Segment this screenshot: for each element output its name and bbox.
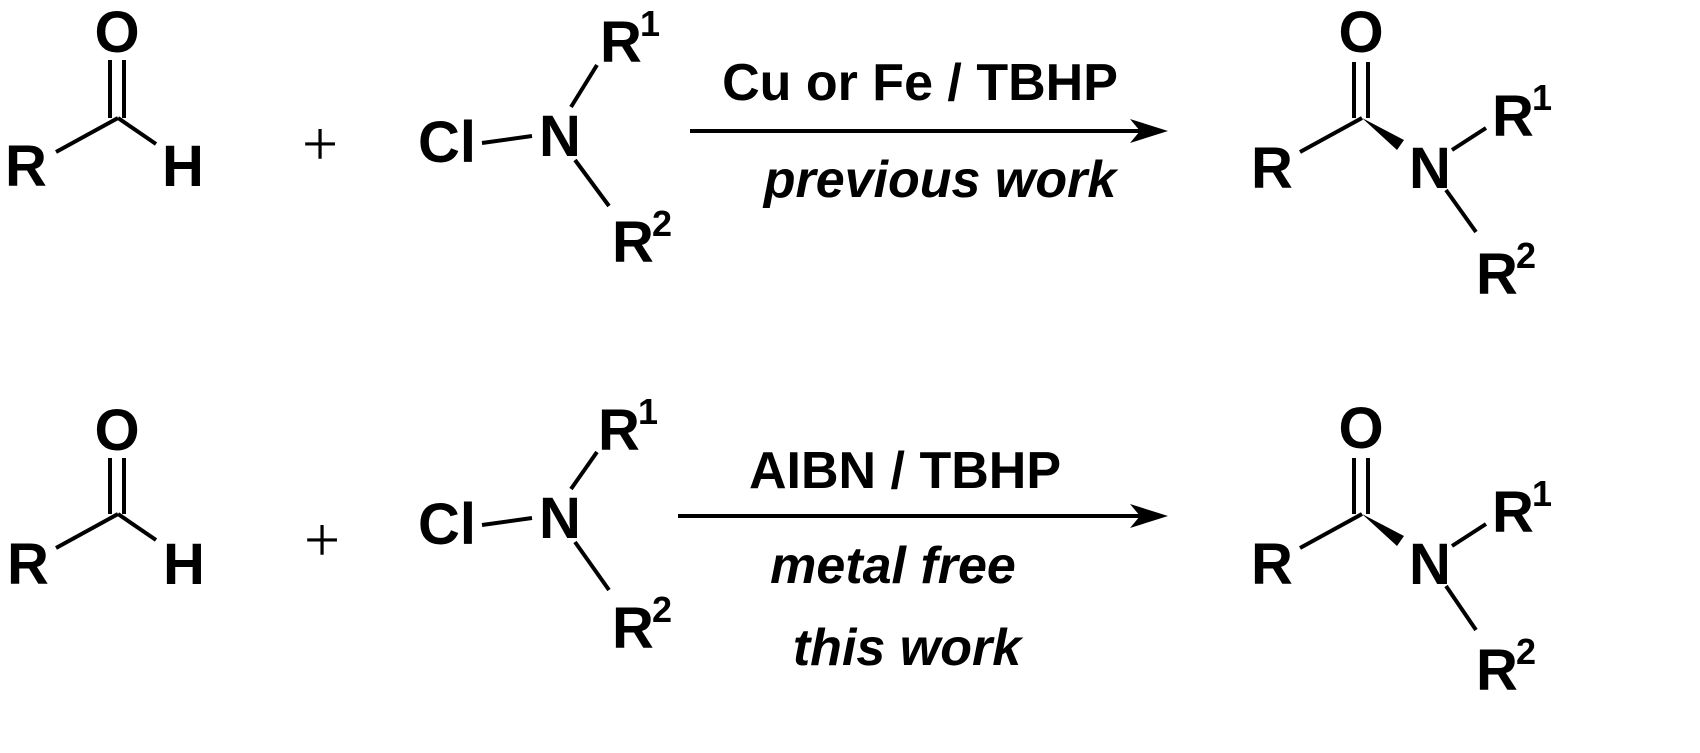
aldehyde-structure: O R H <box>5 0 204 199</box>
reaction-arrow <box>690 119 1168 143</box>
aldehyde-structure: O R H <box>7 398 205 597</box>
r-c-bond <box>1299 116 1363 154</box>
r2-superscript: 2 <box>652 203 672 244</box>
reaction-note: metal free <box>770 537 1016 595</box>
n-r1-bond <box>1450 126 1488 152</box>
hydrogen-label: H <box>163 532 205 597</box>
nitrogen-label: N <box>1409 532 1451 597</box>
reaction-arrow <box>678 504 1168 528</box>
r1-group-label: R <box>598 398 640 463</box>
oxygen-label: O <box>1338 0 1383 65</box>
n-r2-bond <box>1444 584 1478 632</box>
n-r1-bond <box>569 450 599 491</box>
oxygen-label: O <box>94 398 139 463</box>
n-r2-bond <box>573 158 611 208</box>
amide-product-structure: O R N R 1 R 2 <box>1251 0 1552 307</box>
r2-group-label: R <box>1476 638 1518 703</box>
r1-superscript: 1 <box>638 391 658 432</box>
r2-group-label: R <box>612 210 654 275</box>
r1-group-label: R <box>1492 480 1534 545</box>
oxygen-label: O <box>94 0 139 65</box>
chloroamine-structure: Cl N R 1 R 2 <box>418 3 672 275</box>
n-r2-bond <box>1444 188 1478 234</box>
reaction-conditions: AIBN / TBHP <box>749 442 1061 500</box>
r1-group-label: R <box>600 10 642 75</box>
r2-group-label: R <box>612 596 654 661</box>
r-group-label: R <box>5 134 47 199</box>
r-c-bond <box>55 512 119 550</box>
oxygen-label: O <box>1338 396 1383 461</box>
n-r1-bond <box>569 63 599 109</box>
plus-sign: + <box>302 108 338 179</box>
arrow-head-icon <box>1130 119 1168 143</box>
reaction-conditions: Cu or Fe / TBHP <box>722 54 1118 112</box>
reaction-previous-work: O R H + Cl N R 1 R 2 Cu or Fe / TBHP pre… <box>5 0 1552 307</box>
r-group-label: R <box>1251 532 1293 597</box>
cl-n-bond <box>481 516 533 527</box>
r1-group-label: R <box>1492 84 1534 149</box>
n-r1-bond <box>1450 522 1488 548</box>
r-group-label: R <box>1251 136 1293 201</box>
nitrogen-label: N <box>539 486 581 551</box>
chloroamine-structure: Cl N R 1 R 2 <box>418 391 672 661</box>
reaction-note: previous work <box>762 151 1120 209</box>
hydrogen-label: H <box>162 134 204 199</box>
nitrogen-label: N <box>539 104 581 169</box>
n-r2-bond <box>573 540 611 592</box>
c-h-bond <box>116 512 158 542</box>
r1-superscript: 1 <box>1532 473 1552 514</box>
r2-superscript: 2 <box>652 589 672 630</box>
r1-superscript: 1 <box>1532 77 1552 118</box>
r1-superscript: 1 <box>640 3 660 44</box>
c-n-wedge-bond <box>1362 514 1404 546</box>
r2-superscript: 2 <box>1516 631 1536 672</box>
reaction-this-work: O R H + Cl N R 1 R 2 AIBN / TBHP metal f… <box>7 391 1552 703</box>
plus-sign: + <box>304 504 340 575</box>
arrow-head-icon <box>1130 504 1168 528</box>
chlorine-label: Cl <box>418 110 476 175</box>
r2-group-label: R <box>1476 242 1518 307</box>
cl-n-bond <box>481 134 533 145</box>
chlorine-label: Cl <box>418 492 476 557</box>
reaction-note: this work <box>793 619 1024 677</box>
c-h-bond <box>116 116 158 146</box>
amide-product-structure: O R N R 1 R 2 <box>1251 396 1552 703</box>
c-n-wedge-bond <box>1362 118 1404 150</box>
r-c-bond <box>55 116 119 154</box>
r-group-label: R <box>7 532 49 597</box>
r2-superscript: 2 <box>1516 235 1536 276</box>
r-c-bond <box>1299 512 1363 550</box>
nitrogen-label: N <box>1409 136 1451 201</box>
